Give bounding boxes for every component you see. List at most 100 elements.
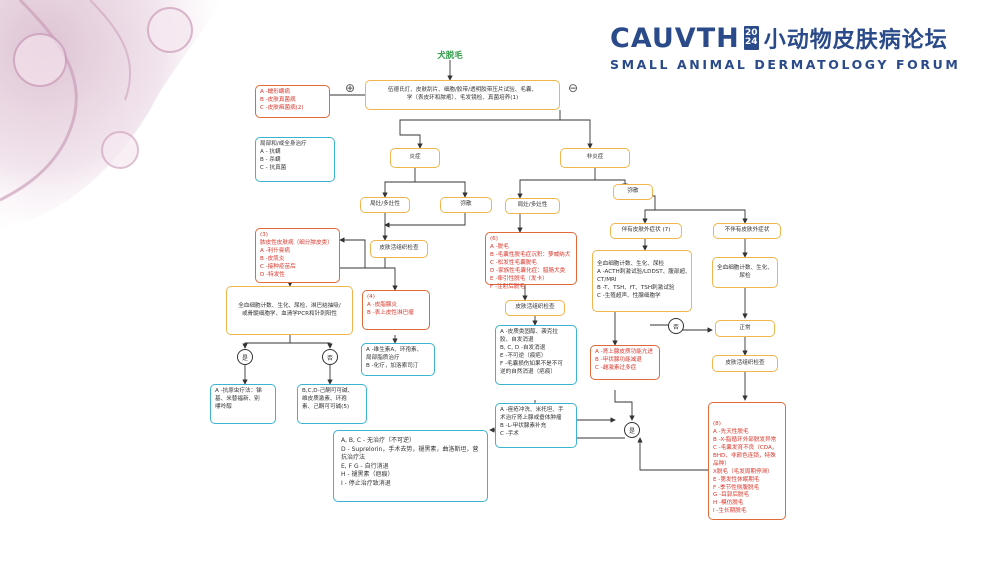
- node-note-4-diagnoses: (4) A -皮脂腺炎 B -表上皮性淋巴瘤: [362, 290, 430, 330]
- node-line: 抗治疗法: [341, 454, 366, 462]
- node-line: 嘌呤醇: [215, 403, 232, 410]
- node-line: E -牵引性脱毛（发卡）: [490, 275, 548, 282]
- node-line: B -T、TSH、fT、TSH刺激试验: [597, 284, 675, 291]
- node-basic-blood-tests: 全血细胞计数、生化、 尿检: [712, 257, 778, 288]
- node-line: 脓皮性皮肤病（细分脓皮类）: [260, 239, 333, 246]
- node-line: A -ACTH刺激试验/LDDST、腹部超、: [597, 268, 691, 275]
- node-line: B -L-甲状腺素补充: [500, 422, 547, 429]
- node-line: B -X-脂循环外部脱发异常: [713, 436, 777, 443]
- forum-title-en: SMALL ANIMAL DERMATOLOGY FORUM: [610, 57, 961, 72]
- node-extracutaneous-signs: 伴有皮肤外症状 (7): [610, 223, 682, 239]
- node-positive-treatment: 局部和/或全身治疗 A - 抗螨 B - 杀螨 C - 抗真菌: [255, 137, 335, 182]
- node-line: B -甲状腺功能减退: [595, 356, 642, 363]
- node-line: B -表上皮性淋巴瘤: [367, 309, 414, 316]
- node-line: C -生殖超声、性腺细胞学: [597, 292, 661, 299]
- node-diffuse-non-inflamed: 弥散: [613, 184, 653, 200]
- year-top: 20: [744, 28, 758, 38]
- node-endocrine-diagnoses: A -肾上腺皮质功能亢进 B -甲状腺功能减退 C -雌激素过多症: [590, 345, 660, 380]
- node-focal-multifocal-non-inflamed: 局灶/多灶性: [505, 198, 560, 214]
- node-note-6-diagnoses: (6) A -脱毛 B -毛囊性脱毛症沉积：萝威纳犬 C -松发性毛囊脱毛 D …: [485, 232, 577, 290]
- node-line: A -抗原虫疗法：锑: [215, 388, 262, 394]
- node-label: 不伴有皮肤外症状: [724, 227, 770, 234]
- node-line: (3): [260, 232, 268, 238]
- brand-logo-text: CAUVTH: [610, 22, 740, 54]
- node-line: 局部脂质治疗: [366, 354, 400, 361]
- node-line: BHD，非颜色连锁，特殊: [713, 452, 776, 459]
- node-line: 基、米替福新、别: [215, 395, 260, 402]
- node-label: 皮肤活组织检查: [725, 359, 765, 366]
- node-note-3-diagnoses: (3) 脓皮性皮肤病（细分脓皮类） A -利什曼病 B -皮肌炎 C -接种疫苗…: [255, 228, 340, 283]
- node-line: 胶、自发消退: [500, 336, 534, 343]
- node-inflamed: 炎症: [390, 148, 440, 168]
- node-non-inflamed: 非炎症: [560, 148, 630, 168]
- node-line: B - 杀螨: [260, 156, 281, 163]
- node-line: A -脱毛: [490, 243, 509, 250]
- node-line: C -接种疫苗后: [260, 263, 296, 270]
- node-line: 逆的自然消退（疤痕）: [500, 368, 556, 375]
- node-line: 尿检: [739, 272, 751, 279]
- node-label: 弥散: [460, 201, 472, 208]
- node-line: E -不可逆（痕疤）: [500, 352, 547, 359]
- node-line: B -毛囊性脱毛症沉积：萝威纳犬: [490, 251, 571, 258]
- node-line: 全血细胞计数、生化、尿检、淋巴结抽吸/: [238, 302, 341, 309]
- node-line: F -注射后脱毛: [490, 283, 525, 290]
- node-line: E -第发性休眠期毛: [713, 476, 760, 483]
- node-line: I -生长期脱毛: [713, 508, 747, 515]
- node-line: A -肾上腺皮质功能亢进: [595, 349, 653, 355]
- node-label: 伴有皮肤外症状 (7): [621, 227, 671, 234]
- node-label: 正常: [739, 324, 751, 331]
- node-endocrine-tests: 全血细胞计数、生化、尿检 A -ACTH刺激试验/LDDST、腹部超、 CT/M…: [592, 250, 692, 312]
- node-line: C -松发性毛囊脱毛: [490, 259, 537, 266]
- node-line: B -皮肌炎: [260, 255, 285, 262]
- node-line: 术治疗肾上腺或垂体肿瘤: [500, 414, 562, 421]
- decision-no-circle: 否: [322, 349, 338, 365]
- node-line: B -皮肤真菌病: [260, 96, 296, 103]
- node-line: X脱毛（毛发周期停滞）: [713, 468, 773, 475]
- node-label: 炎症: [409, 154, 421, 161]
- node-label: 局灶/多灶性: [517, 202, 548, 209]
- node-no-extracutaneous-signs: 不伴有皮肤外症状: [713, 223, 781, 239]
- circle-label: 否: [672, 323, 679, 331]
- node-note-8-alopecia-types: (8) A -先天性脱毛 B -X-脂循环外部脱发异常 C -毛囊发育不良（CD…: [708, 402, 786, 520]
- node-line: I - 停止治疗致消退: [341, 479, 391, 487]
- node-line: A -先天性脱毛: [713, 428, 749, 435]
- node-line: (8): [713, 421, 721, 427]
- node-skin-biopsy-3: 皮肤活组织检查: [712, 355, 778, 372]
- node-line: 全血细胞计数、生化、尿检: [597, 261, 665, 267]
- node-skin-biopsy-2: 皮肤活组织检查: [505, 300, 565, 316]
- node-line: C -手术: [500, 430, 519, 437]
- node-label: 非炎症: [586, 154, 604, 161]
- node-line: A -维生素A、环孢素、: [366, 347, 423, 353]
- node-line: F -毛囊损伤如果不是不可: [500, 360, 563, 367]
- node-final-treatment: A, B, C - 无治疗（不可逆） D - Suprelorin，手术去势，褪…: [333, 430, 488, 502]
- node-label: 弥散: [627, 188, 639, 195]
- decision-yes-circle-endocrine: 是: [624, 422, 640, 438]
- node-note-6-outcomes: A -皮质类固醇、袭克拉 胶、自发消退 B, C, D -自发消退 E -不可逆…: [495, 325, 577, 385]
- minus-sign-icon: ⊖: [568, 81, 579, 95]
- node-line: H -模仿脱毛: [713, 500, 744, 507]
- node-line: A -蠕形螨病: [260, 89, 290, 95]
- node-line: A -皮质类固醇、袭克拉: [500, 329, 558, 335]
- node-line: D -特发性: [260, 271, 285, 278]
- node-line: A -痤疮冲洗、米托坦、手: [500, 407, 564, 413]
- node-line: F -季节性侧腹脱毛: [713, 484, 760, 491]
- node-diffuse-inflamed: 弥散: [440, 197, 492, 213]
- node-line: 学（表皮环和脓疱）、毛发镜检、真菌培养(1): [406, 95, 519, 101]
- histology-background-image: [0, 0, 220, 228]
- node-line: D - Suprelorin，手术去势，褪黑素，曲洛斯坦，营: [341, 445, 479, 453]
- flow-title: 犬脱毛: [437, 51, 463, 61]
- node-line: 或骨髓细胞学、血清学PCR和针刺阳性: [241, 310, 338, 317]
- circle-label: 否: [326, 354, 333, 362]
- forum-title-cn: 小动物皮肤病论坛: [763, 28, 948, 53]
- year-bottom: 24: [744, 37, 758, 47]
- node-skin-biopsy-1: 皮肤活组织检查: [370, 240, 428, 258]
- node-line: A - 抗螨: [260, 148, 281, 155]
- node-line: C -雌激素过多症: [595, 364, 637, 371]
- brand-year-badge: 20 24: [743, 26, 759, 50]
- node-focal-multifocal-inflamed: 局灶/多灶性: [360, 197, 410, 213]
- node-line: C - 抗真菌: [260, 164, 287, 171]
- node-line: (6): [490, 236, 498, 242]
- node-line: B, C, D -自发消退: [500, 344, 546, 351]
- node-antiprotozoal-treatment: A -抗原虫疗法：锑 基、米替福新、别 嘌呤醇: [210, 384, 276, 424]
- node-label: 皮肤活组织检查: [515, 304, 555, 311]
